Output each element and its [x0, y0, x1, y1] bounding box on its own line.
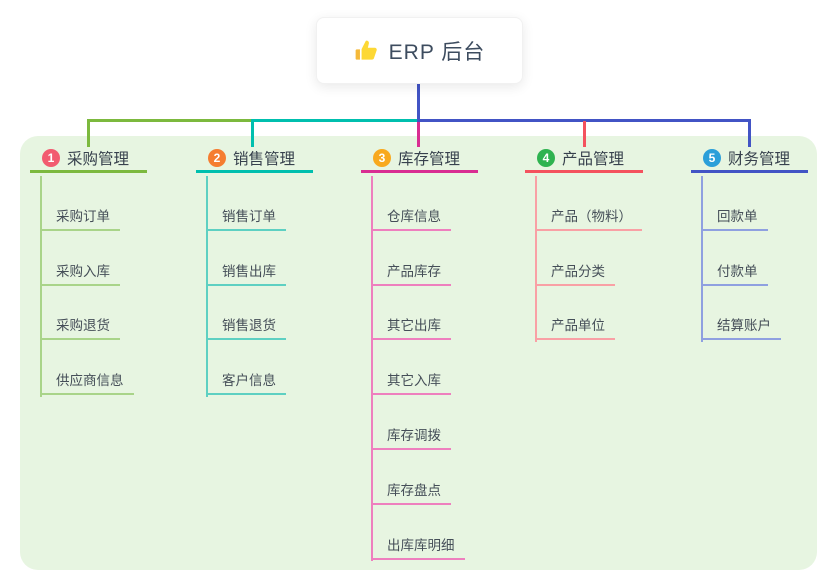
leaf-node[interactable]: 销售出库 — [206, 231, 286, 286]
branch-label: 采购管理 — [67, 150, 130, 168]
leaf-node[interactable]: 产品分类 — [535, 231, 642, 286]
branch-label: 销售管理 — [233, 150, 296, 168]
thumbs-up-icon — [354, 38, 380, 64]
leaf-node[interactable]: 产品单位 — [535, 286, 642, 341]
leaf-node[interactable]: 客户信息 — [206, 340, 286, 396]
branch-inventory: 3 库存管理 仓库信息 产品库存 其它出库 其它入库 库存调拨 库存盘点 出库库… — [361, 145, 478, 561]
branch-product: 4 产品管理 产品（物料） 产品分类 产品单位 — [525, 145, 643, 342]
branch-stem — [40, 176, 42, 397]
leaf-node[interactable]: 结算账户 — [701, 286, 781, 341]
connector-drop-finance-line — [748, 119, 751, 147]
leaf-node[interactable]: 采购订单 — [40, 176, 134, 231]
leaf-node[interactable]: 回款单 — [701, 176, 781, 231]
leaf-node[interactable]: 付款单 — [701, 231, 781, 286]
branch-label: 库存管理 — [398, 150, 461, 168]
leaf-node[interactable]: 采购入库 — [40, 231, 134, 286]
branch-heading-procurement[interactable]: 1 采购管理 — [30, 145, 147, 173]
branch-heading-inventory[interactable]: 3 库存管理 — [361, 145, 478, 173]
leaf-node[interactable]: 销售订单 — [206, 176, 286, 231]
leaf-node[interactable]: 销售退货 — [206, 286, 286, 341]
connector-horizontal-green-line — [87, 119, 253, 122]
badge-5: 5 — [703, 148, 721, 167]
root-node-label: ERP 后台 — [388, 40, 486, 64]
branch-sales: 2 销售管理 销售订单 销售出库 销售退货 客户信息 — [196, 145, 313, 397]
leaf-node[interactable]: 其它入库 — [371, 340, 465, 396]
connector-drop-procurement-line — [87, 119, 90, 147]
root-node[interactable]: ERP 后台 — [316, 17, 523, 84]
branch-heading-sales[interactable]: 2 销售管理 — [196, 145, 313, 173]
connector-trunk-line — [417, 84, 420, 122]
badge-2: 2 — [208, 148, 226, 167]
branch-finance: 5 财务管理 回款单 付款单 结算账户 — [691, 145, 808, 342]
badge-1: 1 — [42, 148, 60, 167]
branch-heading-finance[interactable]: 5 财务管理 — [691, 145, 808, 173]
leaf-node[interactable]: 采购退货 — [40, 286, 134, 341]
leaf-node[interactable]: 库存盘点 — [371, 450, 465, 505]
badge-3: 3 — [373, 148, 391, 167]
leaf-node[interactable]: 产品（物料） — [535, 176, 642, 231]
leaf-node[interactable]: 仓库信息 — [371, 176, 465, 231]
leaf-node[interactable]: 库存调拨 — [371, 395, 465, 450]
branches-panel — [20, 136, 817, 570]
branch-label: 产品管理 — [562, 150, 625, 168]
branch-stem — [371, 176, 373, 561]
branch-stem — [535, 176, 537, 342]
leaf-node[interactable]: 出库库明细 — [371, 505, 465, 560]
branch-procurement: 1 采购管理 采购订单 采购入库 采购退货 供应商信息 — [30, 145, 147, 397]
connector-horizontal-teal-line — [251, 119, 419, 122]
connector-drop-inventory-line — [417, 122, 420, 147]
connector-drop-product-line — [583, 121, 586, 147]
branch-stem — [206, 176, 208, 397]
connector-horizontal-blue-line — [417, 119, 751, 122]
badge-4: 4 — [537, 148, 555, 167]
leaf-node[interactable]: 供应商信息 — [40, 340, 134, 396]
connector-drop-sales-line — [251, 119, 254, 147]
leaf-node[interactable]: 其它出库 — [371, 286, 465, 341]
leaf-node[interactable]: 产品库存 — [371, 231, 465, 286]
branch-stem — [701, 176, 703, 342]
branch-heading-product[interactable]: 4 产品管理 — [525, 145, 643, 173]
branch-label: 财务管理 — [728, 150, 791, 168]
